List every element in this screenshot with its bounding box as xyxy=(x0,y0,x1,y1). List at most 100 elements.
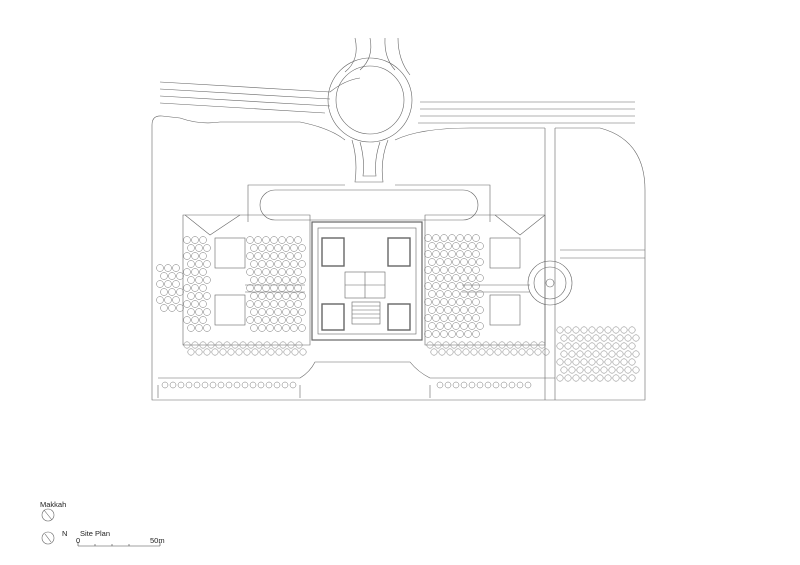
tree-icon xyxy=(462,348,470,356)
tree-icon xyxy=(183,268,191,276)
tree-icon xyxy=(444,290,452,298)
tree-icon xyxy=(468,290,476,298)
tree-icon xyxy=(436,242,444,250)
tree-icon xyxy=(530,341,538,349)
tree-icon xyxy=(156,296,164,304)
tree-icon xyxy=(282,324,290,332)
tree-icon xyxy=(436,290,444,298)
tree-icon xyxy=(156,264,164,272)
tree-icon xyxy=(604,342,612,350)
tree-icon xyxy=(241,381,249,389)
tree-icon xyxy=(290,292,298,300)
tree-icon xyxy=(608,366,616,374)
tree-icon xyxy=(209,381,217,389)
scale-start-label: 0 xyxy=(76,536,81,545)
tree-icon xyxy=(266,244,274,252)
tree-icon xyxy=(278,316,286,324)
tree-icon xyxy=(258,276,266,284)
tree-icon xyxy=(294,236,302,244)
tree-icon xyxy=(522,341,530,349)
tree-icon xyxy=(160,304,168,312)
tree-icon xyxy=(294,268,302,276)
tree-icon xyxy=(592,334,600,342)
tree-canopy xyxy=(156,234,640,389)
tree-icon xyxy=(183,300,191,308)
tree-icon xyxy=(424,282,432,290)
tree-icon xyxy=(203,348,211,356)
tree-icon xyxy=(452,274,460,282)
tree-icon xyxy=(472,266,480,274)
tree-icon xyxy=(624,350,632,358)
tree-icon xyxy=(246,236,254,244)
tree-icon xyxy=(289,381,297,389)
tree-icon xyxy=(250,244,258,252)
tree-icon xyxy=(211,348,219,356)
tree-icon xyxy=(298,308,306,316)
tree-icon xyxy=(592,366,600,374)
tree-icon xyxy=(486,348,494,356)
tree-icon xyxy=(436,274,444,282)
tree-icon xyxy=(191,284,199,292)
tree-icon xyxy=(286,284,294,292)
tree-icon xyxy=(187,324,195,332)
tree-icon xyxy=(258,260,266,268)
tree-icon xyxy=(254,268,262,276)
plan-title: Site Plan xyxy=(80,529,111,538)
tree-icon xyxy=(612,358,620,366)
tree-icon xyxy=(556,342,564,350)
tree-icon xyxy=(508,381,516,389)
tree-icon xyxy=(254,284,262,292)
tree-icon xyxy=(187,244,195,252)
tree-icon xyxy=(282,260,290,268)
tree-icon xyxy=(187,308,195,316)
tree-icon xyxy=(572,342,580,350)
tree-icon xyxy=(616,334,624,342)
tree-icon xyxy=(632,366,640,374)
tree-icon xyxy=(624,366,632,374)
tree-icon xyxy=(444,306,452,314)
tree-icon xyxy=(464,266,472,274)
tree-icon xyxy=(176,272,184,280)
tree-icon xyxy=(262,252,270,260)
tree-icon xyxy=(440,330,448,338)
tree-icon xyxy=(468,258,476,266)
tree-icon xyxy=(612,342,620,350)
tree-icon xyxy=(456,250,464,258)
tree-icon xyxy=(258,308,266,316)
tree-icon xyxy=(560,366,568,374)
tree-icon xyxy=(464,282,472,290)
tree-icon xyxy=(282,276,290,284)
tree-icon xyxy=(494,348,502,356)
tree-icon xyxy=(448,282,456,290)
tree-icon xyxy=(183,316,191,324)
tree-icon xyxy=(187,276,195,284)
tree-icon xyxy=(568,350,576,358)
tree-icon xyxy=(556,358,564,366)
tree-icon xyxy=(283,348,291,356)
tree-icon xyxy=(576,334,584,342)
tree-icon xyxy=(518,348,526,356)
tree-icon xyxy=(254,300,262,308)
tree-icon xyxy=(490,341,498,349)
tree-icon xyxy=(207,341,215,349)
tree-icon xyxy=(468,322,476,330)
tree-icon xyxy=(195,308,203,316)
tree-icon xyxy=(164,296,172,304)
tree-icon xyxy=(476,306,484,314)
tree-icon xyxy=(294,284,302,292)
tree-icon xyxy=(452,322,460,330)
tree-icon xyxy=(444,274,452,282)
tree-icon xyxy=(560,334,568,342)
tree-icon xyxy=(464,298,472,306)
tree-icon xyxy=(442,341,450,349)
tree-icon xyxy=(516,381,524,389)
tree-icon xyxy=(472,234,480,242)
tree-icon xyxy=(250,324,258,332)
tree-icon xyxy=(592,350,600,358)
tree-icon xyxy=(432,234,440,242)
tree-icon xyxy=(266,260,274,268)
tree-icon xyxy=(164,280,172,288)
tree-icon xyxy=(199,284,207,292)
tree-icon xyxy=(282,292,290,300)
tree-icon xyxy=(428,258,436,266)
